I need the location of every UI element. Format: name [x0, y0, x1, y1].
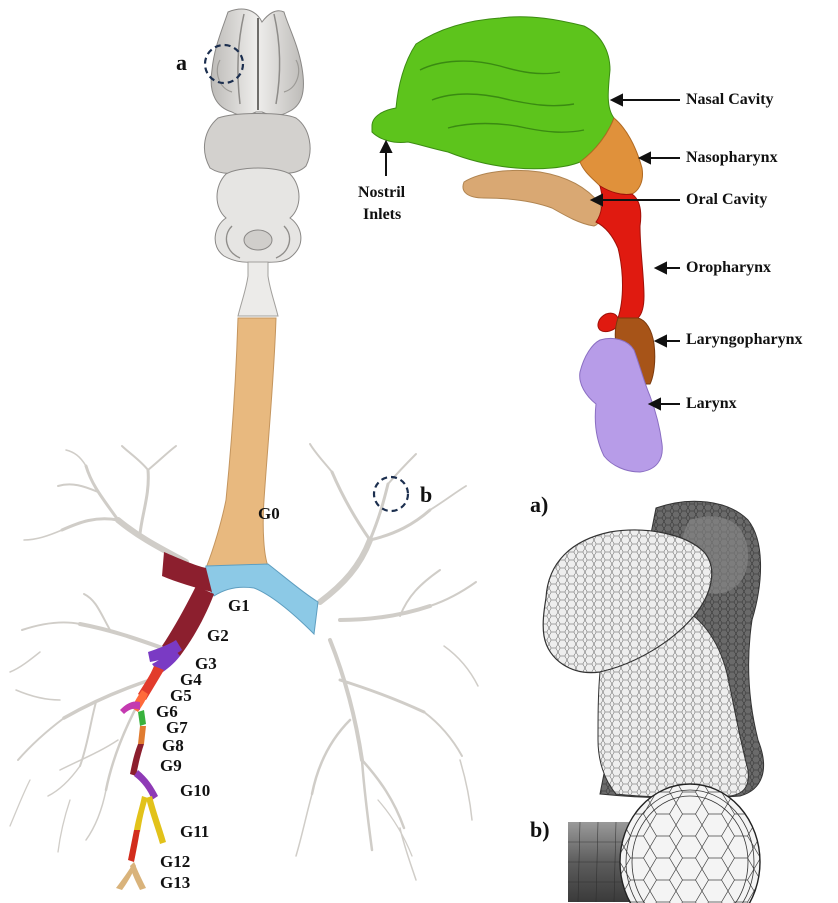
region-label-laryngopharynx: Laryngopharynx [686, 331, 802, 349]
g11-branch-2 [134, 796, 148, 832]
callout-label-a: a [176, 50, 187, 76]
callout-circle-b [374, 477, 408, 511]
generation-label-g1: G1 [228, 596, 250, 616]
generation-label-g0: G0 [258, 504, 280, 524]
main-bronchi-g1 [205, 564, 318, 634]
oropharynx-region [596, 186, 644, 332]
region-label-oral-cavity: Oral Cavity [686, 191, 767, 209]
trachea-g0 [206, 318, 276, 568]
g9-segment [130, 744, 144, 776]
g13-branch-2 [130, 862, 146, 890]
upper-airway-sagittal-model [372, 17, 680, 472]
lobar-bronchus-g2-upper [162, 552, 212, 592]
mesh-b-cross-section [620, 784, 760, 903]
panel-b-mesh [568, 784, 760, 903]
nostril-inlets-label-line1: Nostril [358, 184, 405, 202]
generation-label-g9: G9 [160, 756, 182, 776]
generation-label-g10: G10 [180, 781, 210, 801]
g7-segment [138, 710, 146, 726]
panel-label-a: a) [530, 492, 548, 518]
generation-label-g8: G8 [162, 736, 184, 756]
g10-branch [134, 770, 158, 800]
region-label-nasal-cavity: Nasal Cavity [686, 91, 774, 109]
g12-segment [128, 830, 140, 862]
region-label-oropharynx: Oropharynx [686, 259, 771, 277]
g8-segment [138, 726, 146, 744]
g11-branch [146, 796, 166, 844]
region-label-nasopharynx: Nasopharynx [686, 149, 778, 167]
oral-cavity-region [463, 170, 602, 226]
generation-label-g7: G7 [166, 718, 188, 738]
g6-branch [120, 701, 140, 714]
region-label-larynx: Larynx [686, 395, 737, 413]
nasal-cavity-region [372, 17, 614, 169]
callout-label-b: b [420, 482, 432, 508]
panel-a-mesh [530, 490, 838, 798]
panel-label-b: b) [530, 817, 550, 843]
generation-label-g11: G11 [180, 822, 209, 842]
generation-label-g12: G12 [160, 852, 190, 872]
generation-label-g13: G13 [160, 873, 190, 893]
generation-label-g2: G2 [207, 626, 229, 646]
nostril-inlets-label-line2: Inlets [363, 206, 401, 224]
head-upper-airway-model [204, 9, 310, 316]
